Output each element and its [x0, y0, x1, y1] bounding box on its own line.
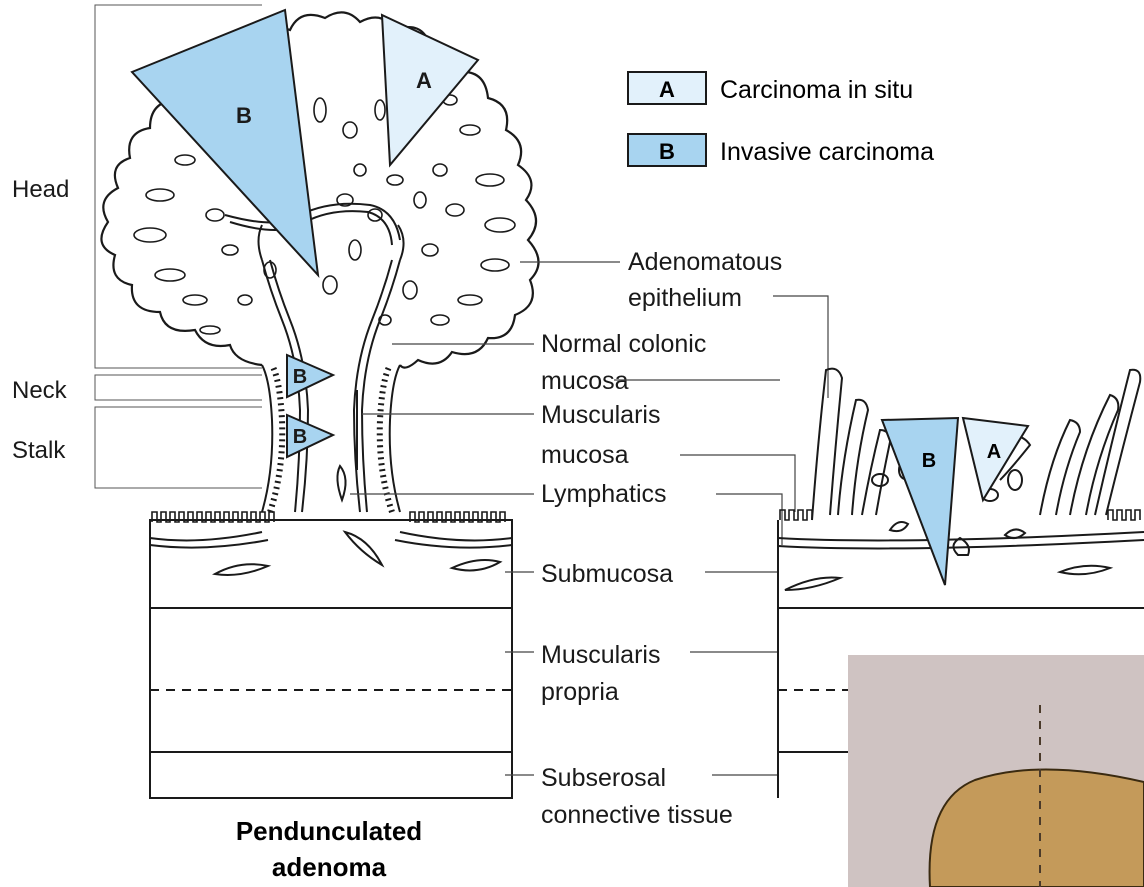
adenomatous-epithelium-label-1: Adenomatous — [628, 248, 782, 276]
photo-organ-shape — [930, 769, 1144, 887]
lymphatic-vessel — [452, 560, 500, 570]
invasive-carcinoma-wedge-sessile — [882, 418, 958, 585]
lymphatic-vessel — [215, 564, 268, 575]
caption-line-2: adenoma — [272, 852, 387, 882]
invasive-carcinoma-wedge-head — [132, 10, 318, 275]
muscularis-mucosa-label-1: Muscularis — [541, 401, 660, 429]
stalk-right-contour — [390, 365, 400, 512]
pedunculated-adenoma-drawing — [101, 12, 538, 798]
head-label: Head — [12, 176, 69, 203]
overlapping-photo — [848, 655, 1144, 887]
lymphatic-vessel — [345, 532, 382, 565]
stalk-left-contour — [262, 365, 272, 512]
tumor-label-b-head: B — [236, 103, 252, 128]
submucosa-label: Submucosa — [541, 560, 673, 588]
tumor-label-a-head: A — [416, 68, 432, 93]
normal-colonic-mucosa-label-1: Normal colonic — [541, 330, 706, 358]
tumor-label-b-neck: B — [293, 366, 307, 388]
subserosal-label-2: connective tissue — [541, 801, 733, 829]
muscularis-mucosa-label-2: mucosa — [541, 441, 629, 469]
normal-colonic-mucosa-label-2: mucosa — [541, 367, 629, 395]
lymphatic-vessel — [337, 466, 345, 500]
legend-key-b: B — [659, 139, 675, 164]
muscularis-propria-label-1: Muscularis — [541, 641, 660, 669]
legend-label-b: Invasive carcinoma — [720, 138, 934, 166]
stalk-label: Stalk — [12, 437, 66, 464]
adenomatous-epithelium-label-2: epithelium — [628, 284, 742, 312]
legend-key-a: A — [659, 77, 675, 102]
tumor-label-a-sessile: A — [987, 441, 1001, 463]
wall-block-left — [150, 520, 512, 798]
subserosal-label-1: Subserosal — [541, 764, 666, 792]
caption-line-1: Pendunculated — [236, 816, 422, 846]
neck-label: Neck — [12, 377, 68, 404]
muscularis-propria-label-2: propria — [541, 678, 619, 706]
legend-label-a: Carcinoma in situ — [720, 76, 913, 104]
tumor-label-b-stalk: B — [293, 426, 307, 448]
lymphatics-label: Lymphatics — [541, 480, 667, 508]
tumor-label-b-sessile: B — [922, 450, 936, 472]
